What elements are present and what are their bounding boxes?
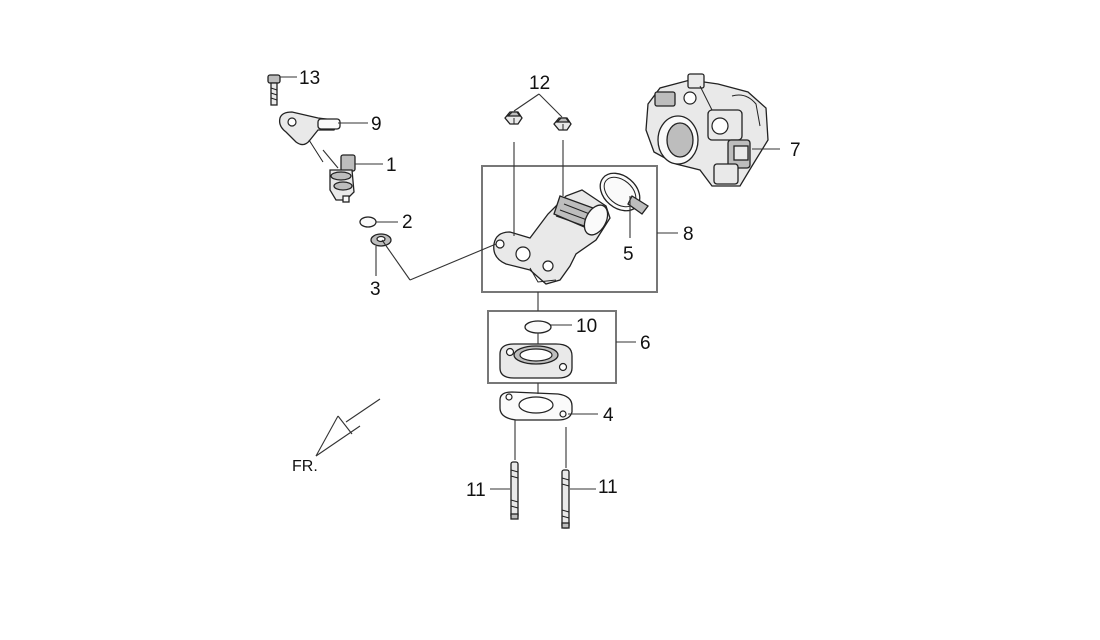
assembly-box-8: [481, 165, 658, 293]
callout-8: 8: [683, 224, 694, 245]
part-6-insulator: [499, 343, 573, 379]
leader-lines: [280, 76, 780, 490]
part-12-nut-left: [504, 111, 523, 125]
part-8-intake-manifold: [493, 189, 611, 285]
callout-10: 10: [576, 316, 597, 337]
callout-12: 12: [529, 73, 550, 94]
part-3-seal: [370, 233, 392, 247]
callout-2: 2: [402, 212, 413, 233]
part-7-throttle-body: [645, 73, 769, 187]
front-label: FR.: [292, 458, 318, 475]
part-9-injector-holder: [278, 111, 341, 163]
callout-4: 4: [603, 405, 614, 426]
callout-9: 9: [371, 114, 382, 135]
callout-5: 5: [623, 244, 634, 265]
part-10-o-ring: [524, 320, 552, 334]
part-11-stud-right: [561, 469, 570, 529]
callout-13: 13: [299, 68, 320, 89]
part-13-bolt: [267, 74, 281, 106]
part-12-nut-right: [553, 117, 572, 131]
callout-1: 1: [386, 155, 397, 176]
part-4-gasket: [499, 391, 573, 421]
callout-7: 7: [790, 140, 801, 161]
part-1-fuel-injector: [329, 154, 356, 203]
part-11-stud-left: [510, 461, 519, 520]
callout-11-right: 11: [598, 477, 618, 498]
assembly-box-6: [487, 310, 617, 384]
part-2-o-ring: [359, 216, 377, 228]
front-direction-arrow: [315, 398, 381, 457]
callout-3: 3: [370, 279, 381, 300]
callout-11-left: 11: [466, 480, 486, 501]
callout-6: 6: [640, 333, 651, 354]
